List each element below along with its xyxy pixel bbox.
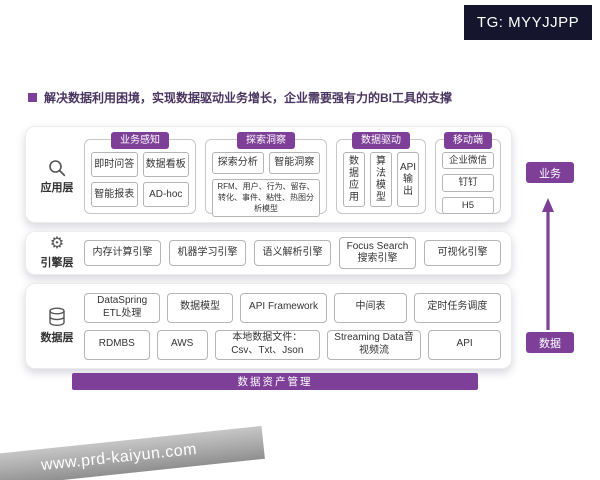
engine-layer-label-col: ⚙ 引擎层 (30, 235, 84, 270)
application-groups: 业务感知 即时问答 数据看板 智能报表 AD-hoc 探索洞察 探索分析 智能洞… (84, 132, 501, 218)
app-item: AD-hoc (142, 182, 189, 207)
group-business-sense: 业务感知 即时问答 数据看板 智能报表 AD-hoc (84, 132, 196, 214)
group-body: 企业微信 钉钉 H5 (442, 152, 494, 215)
watermark-text: www.prd-kaiyun.com (40, 440, 198, 474)
app-item: 探索分析 (212, 152, 264, 174)
data-item: 定时任务调度 (413, 292, 501, 323)
group-header: 探索洞察 (237, 132, 295, 149)
application-layer-label: 应用层 (40, 181, 74, 194)
engine-item: 内存计算引擎 (84, 240, 161, 266)
data-item: 本地数据文件：Csv、Txt、Json (214, 329, 320, 360)
gear-icon: ⚙ (49, 235, 65, 252)
group-body: 数据应用 算法模型 API输出 (343, 152, 419, 207)
group-body: 探索分析 智能洞察 RFM、用户、行为、留存、转化、事件、粘性、热图分析模型 (212, 152, 320, 218)
app-item: 数据应用 (343, 152, 365, 207)
group-header: 移动端 (444, 132, 492, 149)
app-item: 智能洞察 (268, 152, 320, 174)
app-item: 企业微信 (442, 152, 494, 170)
up-arrow-icon (542, 198, 554, 330)
title-bullet-icon (28, 93, 37, 102)
data-layer-label-col: 数据层 (30, 293, 84, 359)
data-items: DataSpring ETL处理 数据模型 API Framework 中间表 … (84, 292, 501, 360)
data-item: DataSpring ETL处理 (84, 292, 161, 323)
engine-item: 机器学习引擎 (169, 240, 246, 266)
data-asset-management-bar: 数据资产管理 (72, 373, 478, 390)
group-data-driven: 数据驱动 数据应用 算法模型 API输出 (336, 132, 426, 214)
database-icon (49, 307, 65, 327)
data-row-bottom: RDMBS AWS 本地数据文件：Csv、Txt、Json Streaming … (84, 329, 501, 360)
group-explore-insight: 探索洞察 探索分析 智能洞察 RFM、用户、行为、留存、转化、事件、粘性、热图分… (205, 132, 327, 218)
app-item: 数据看板 (142, 152, 189, 177)
data-item: API (428, 329, 501, 360)
data-badge: 数据 (526, 332, 574, 353)
title-text: 解决数据利用困境，实现数据驱动业务增长，企业需要强有力的BI工具的支撑 (44, 91, 453, 105)
data-item: RDMBS (84, 329, 150, 360)
data-item: 中间表 (334, 292, 407, 323)
group-header: 数据驱动 (352, 132, 410, 149)
data-row-top: DataSpring ETL处理 数据模型 API Framework 中间表 … (84, 292, 501, 323)
data-layer-card: 数据层 DataSpring ETL处理 数据模型 API Framework … (25, 283, 512, 369)
magnifier-icon (49, 159, 66, 176)
app-item: API输出 (397, 152, 419, 207)
app-item: H5 (442, 196, 494, 215)
data-item: AWS (156, 329, 208, 360)
group-body: 即时问答 数据看板 智能报表 AD-hoc (91, 152, 189, 207)
watermark-ribbon: www.prd-kaiyun.com (0, 425, 265, 480)
engine-items: 内存计算引擎 机器学习引擎 语义解析引擎 Focus Search 搜索引擎 可… (84, 237, 501, 269)
engine-item: 语义解析引擎 (254, 240, 331, 266)
data-item: API Framework (239, 292, 328, 323)
engine-layer-card: ⚙ 引擎层 内存计算引擎 机器学习引擎 语义解析引擎 Focus Search … (25, 231, 512, 275)
app-item: 算法模型 (370, 152, 392, 207)
engine-layer-label: 引擎层 (40, 257, 74, 269)
analysis-models-note: RFM、用户、行为、留存、转化、事件、粘性、热图分析模型 (212, 179, 320, 218)
data-layer-label: 数据层 (40, 332, 74, 344)
group-header: 业务感知 (111, 132, 169, 149)
engine-item: Focus Search 搜索引擎 (339, 237, 416, 269)
app-item: 钉钉 (442, 174, 494, 192)
engine-item: 可视化引擎 (424, 240, 501, 266)
business-badge: 业务 (526, 162, 574, 183)
app-item: 即时问答 (91, 152, 138, 177)
group-mobile: 移动端 企业微信 钉钉 H5 (435, 132, 501, 215)
tg-badge: TG: MYYJJPP (464, 5, 592, 40)
data-item: 数据模型 (167, 292, 233, 323)
application-layer-card: 应用层 业务感知 即时问答 数据看板 智能报表 AD-hoc 探索洞察 探索分析… (25, 126, 512, 223)
page-title: 解决数据利用困境，实现数据驱动业务增长，企业需要强有力的BI工具的支撑 (28, 89, 452, 106)
application-layer-label-col: 应用层 (30, 139, 84, 214)
data-item: Streaming Data音视频流 (326, 329, 422, 360)
app-item: 智能报表 (91, 182, 138, 207)
